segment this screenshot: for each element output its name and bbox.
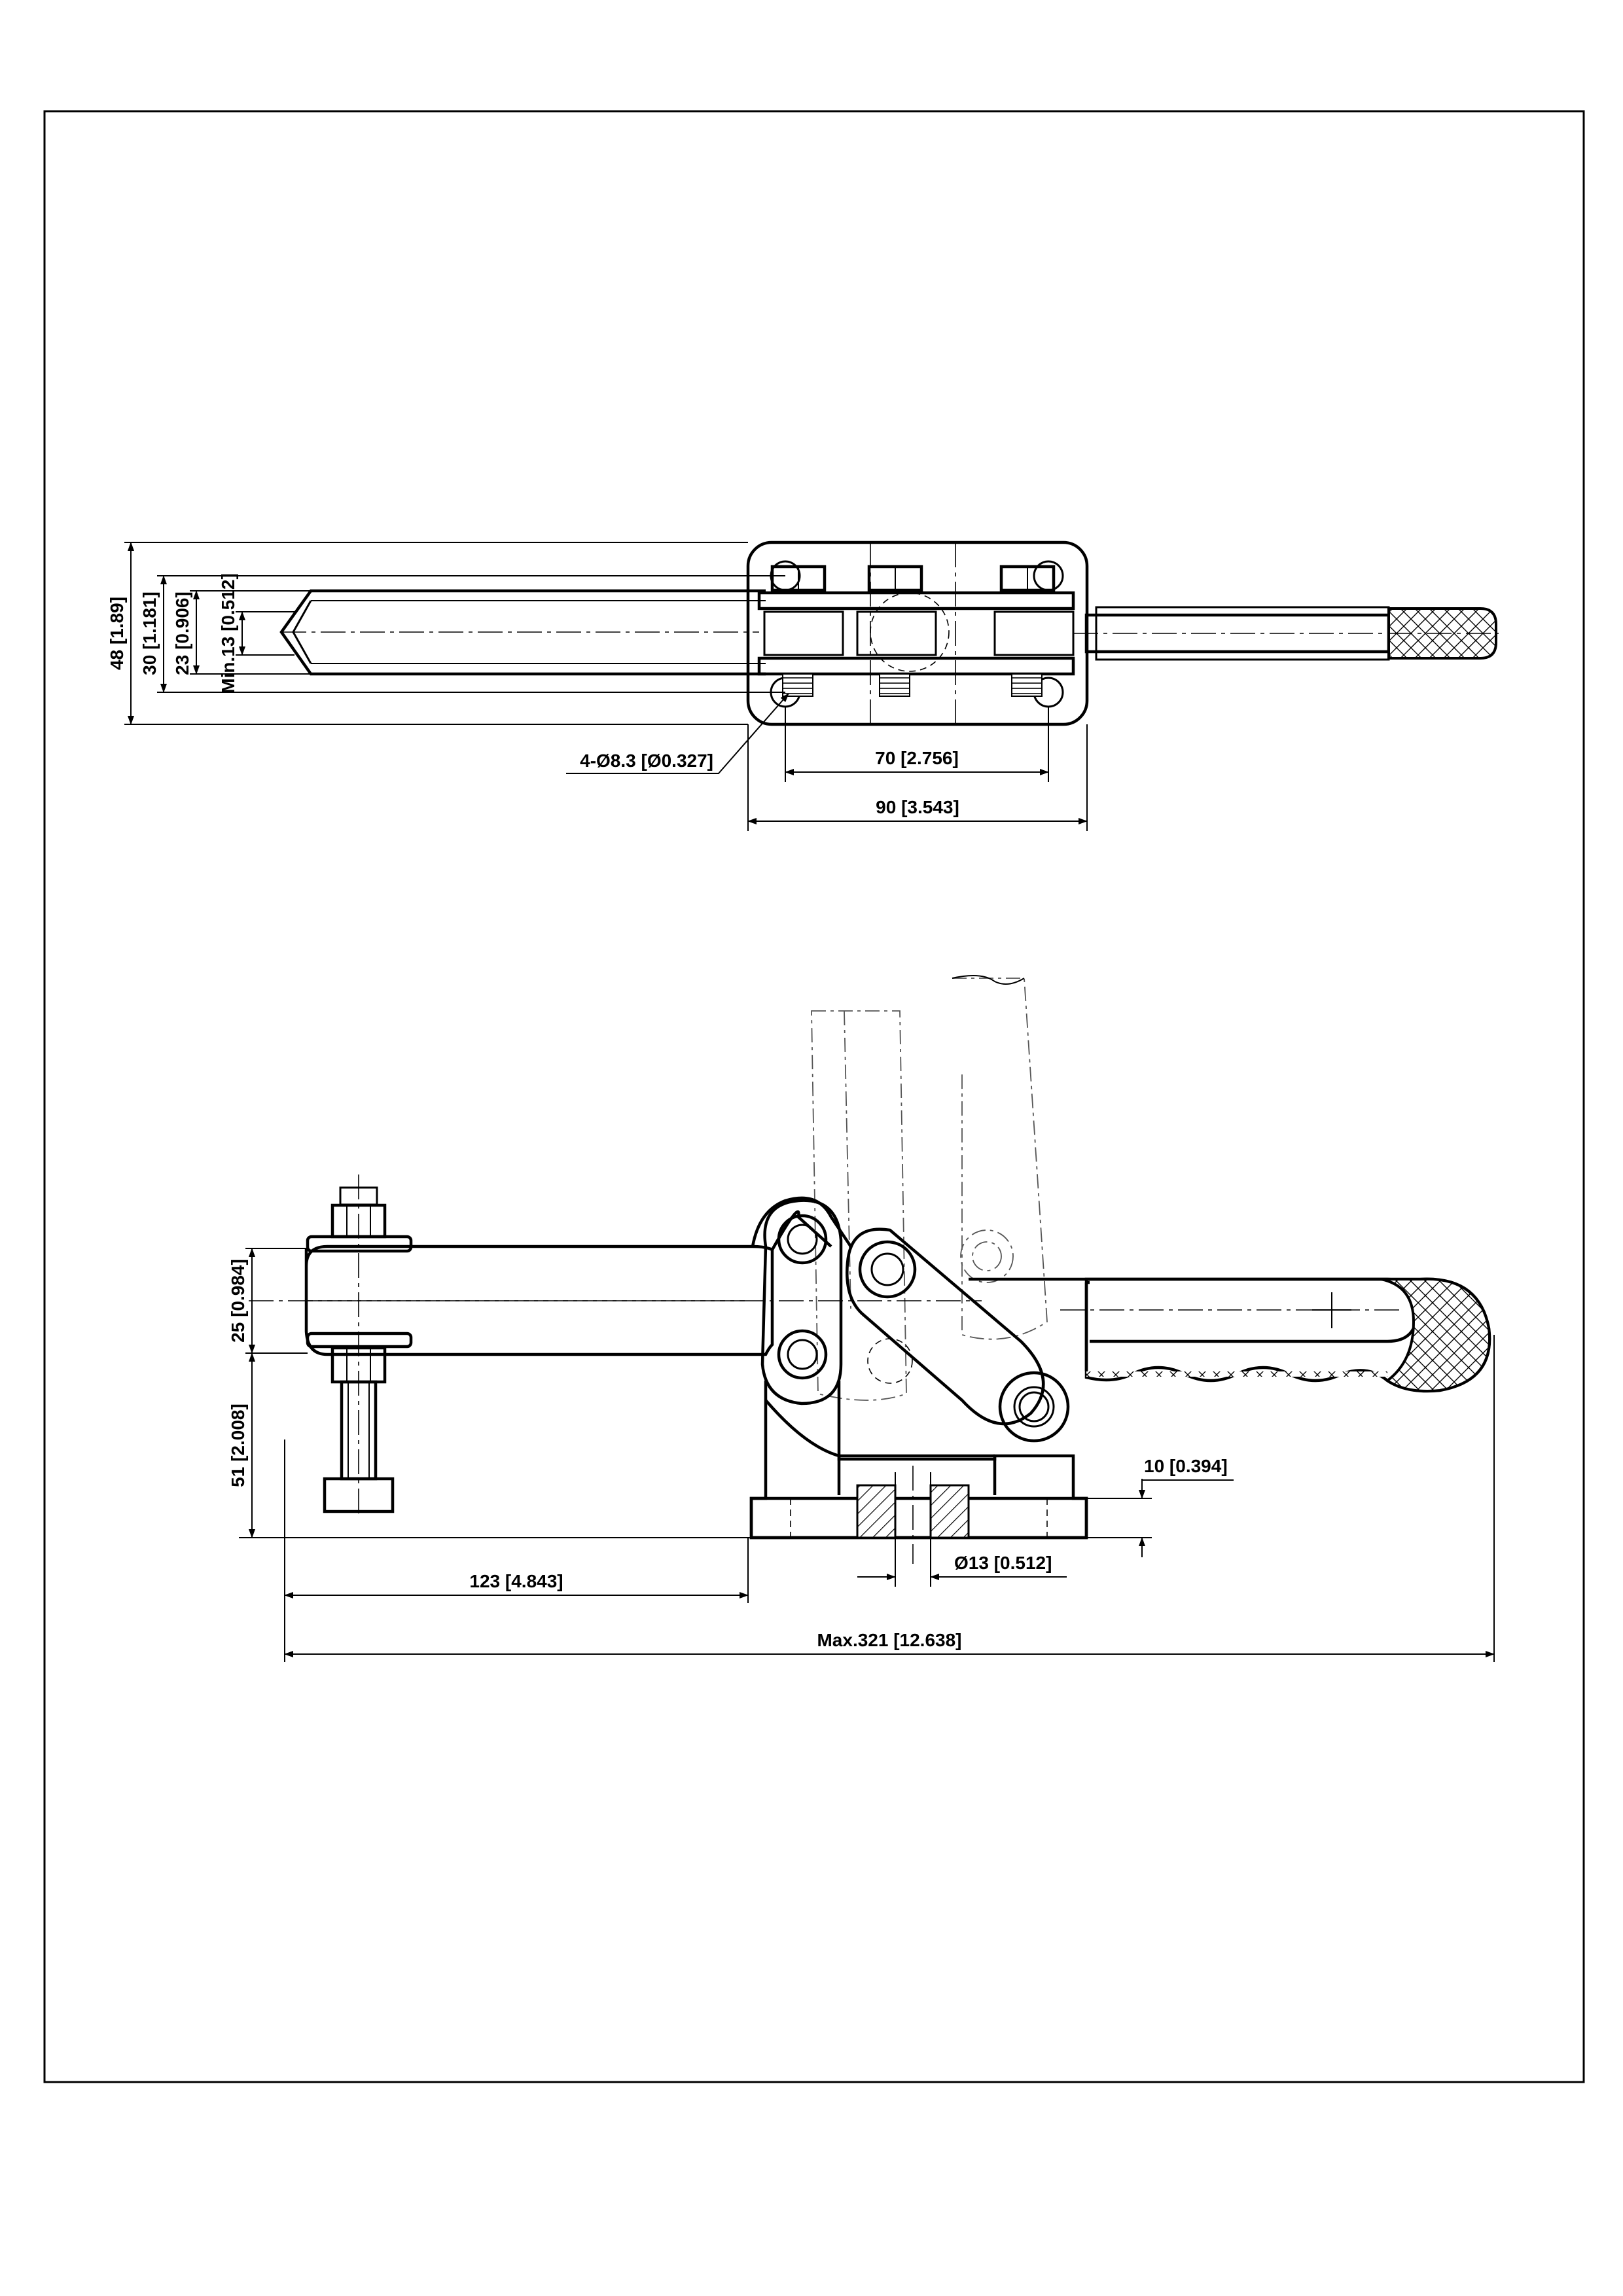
bore-hatch-right bbox=[929, 1484, 970, 1539]
dim-holes: 4-Ø8.3 [Ø0.327] bbox=[580, 751, 713, 771]
drawing-frame bbox=[43, 110, 1585, 2083]
clamp-arm-side bbox=[304, 1245, 774, 1356]
dim-mount-width: 30 [1.181] bbox=[139, 592, 160, 675]
holes-leader bbox=[566, 693, 789, 774]
arm-pivot bbox=[760, 1199, 843, 1405]
dim-min-width: Min.13 [0.512] bbox=[218, 573, 238, 694]
dim-base-thickness: 10 [0.394] bbox=[1144, 1456, 1228, 1476]
toggle-link bbox=[846, 1227, 1045, 1426]
dim-bore: Ø13 [0.512] bbox=[954, 1553, 1052, 1573]
side-view-dimensions: 25 [0.984] 51 [2.008] 10 [0.394] Ø13 [0.… bbox=[228, 1248, 1495, 1662]
dim-max-length: Max.321 [12.638] bbox=[817, 1630, 961, 1650]
top-view bbox=[279, 540, 1499, 726]
dim-arm-thickness: 25 [0.984] bbox=[228, 1259, 248, 1343]
base-side bbox=[749, 1496, 1088, 1540]
dim-spindle-height: 51 [2.008] bbox=[228, 1404, 248, 1487]
side-view bbox=[249, 975, 1491, 1564]
washer-bottom bbox=[306, 1332, 413, 1349]
dim-base-length: 90 [3.543] bbox=[876, 797, 959, 817]
bore-hatch-left bbox=[856, 1484, 897, 1539]
dim-hole-spacing: 70 [2.756] bbox=[875, 748, 959, 768]
washer-top bbox=[306, 1235, 413, 1253]
dim-spindle-width: 23 [0.906] bbox=[172, 592, 192, 675]
phantom-handle-open bbox=[952, 978, 1048, 1340]
dim-overall-height: 48 [1.89] bbox=[107, 597, 127, 670]
top-view-dimensions: 48 [1.89] 30 [1.181] 23 [0.906] Min.13 [… bbox=[107, 542, 1088, 831]
dim-reach: 123 [4.843] bbox=[469, 1571, 563, 1591]
